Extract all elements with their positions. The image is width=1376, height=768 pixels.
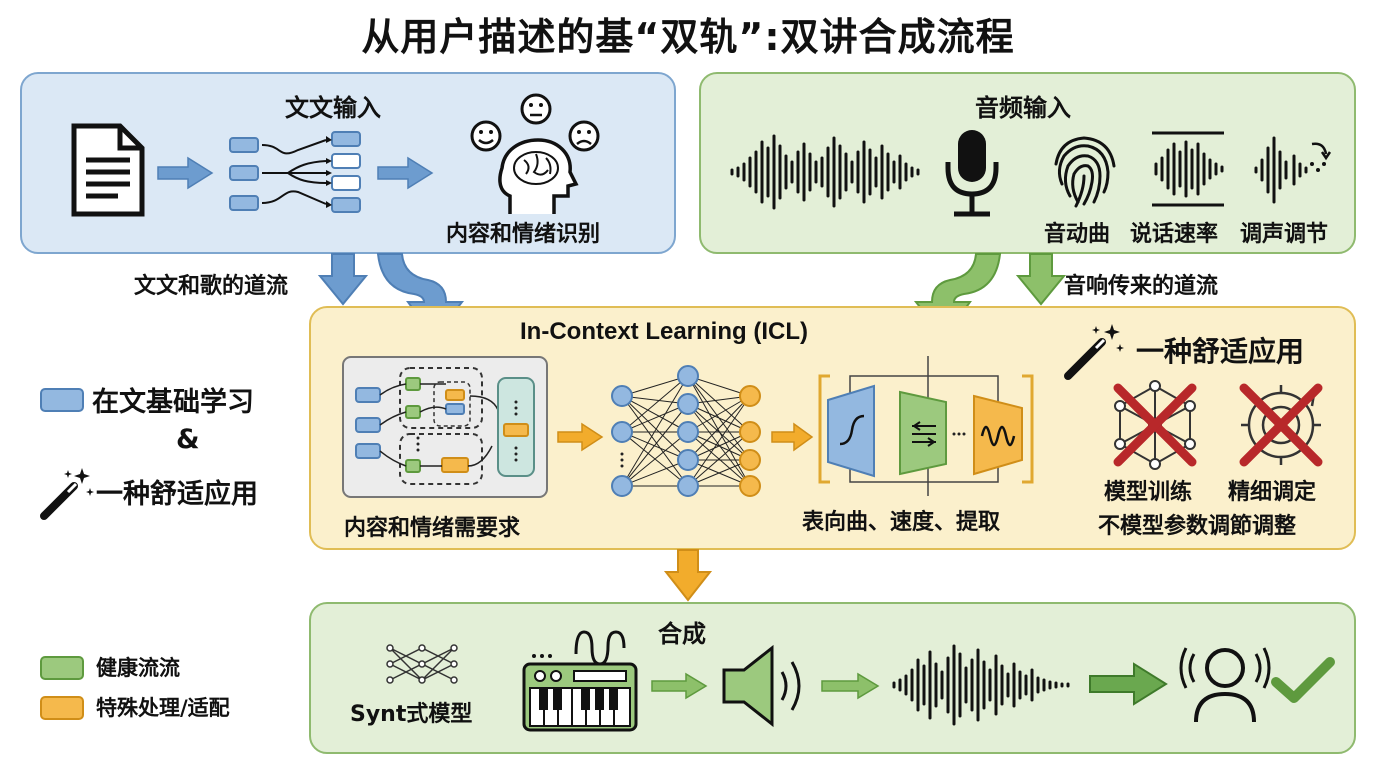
- audio-flow-label: 音响传来的道流: [1064, 274, 1219, 299]
- synthesis-title: 合成: [658, 620, 706, 648]
- neural-network-icon: [611, 365, 761, 497]
- icl-magic-title: 一种舒适应用: [1136, 335, 1305, 368]
- arrow-right-icon: [821, 672, 880, 700]
- icl-title: In-Context Learning (ICL): [520, 318, 808, 345]
- no-param-label: 不模型参数调節调整: [1098, 514, 1297, 539]
- icl-left-caption: 内容和情绪需要求: [344, 516, 521, 541]
- legend-orange-label: 特殊处理/适配: [96, 696, 230, 720]
- document-icon: [71, 123, 145, 217]
- context-retrieval-diagram: [342, 356, 548, 498]
- text-flow-arrow: [317, 253, 369, 306]
- microphone-icon: [945, 130, 999, 217]
- timbre-caption: 音动曲: [1044, 222, 1111, 247]
- legend-ampersand: &: [176, 424, 200, 455]
- audio-flow-arrow: [1015, 253, 1067, 306]
- synthesizer-keyboard-icon: [522, 630, 638, 732]
- magic-wand-icon: [1064, 324, 1124, 380]
- page-title: 从用户描述的基“双轨”:双讲合成流程: [361, 15, 1015, 59]
- adaptation-modules-diagram: [818, 356, 1034, 496]
- tokenizer-icon: [229, 131, 361, 213]
- audio-input-title: 音频输入: [975, 94, 1071, 122]
- speech-rate-icon: [1152, 131, 1224, 207]
- arrow-right-icon: [1089, 662, 1168, 706]
- no-training-icon: [1113, 380, 1197, 470]
- fingerprint-icon: [1054, 136, 1116, 208]
- emotion-caption: 内容和情绪识别: [446, 222, 601, 247]
- synthesis-model-icon: [386, 644, 458, 684]
- arrow-right-icon: [771, 422, 814, 452]
- arrow-right-icon: [651, 672, 708, 700]
- speaker-icon: [722, 644, 801, 728]
- checkmark-icon: [1271, 657, 1335, 703]
- icl-right-caption: 表向曲、速度、提取: [802, 510, 1001, 535]
- text-input-title: 文文输入: [285, 94, 381, 122]
- arrow-right-icon: [557, 422, 604, 452]
- no-fine-tune-icon: [1239, 383, 1323, 467]
- arrow-right-icon: [157, 156, 214, 190]
- text-flow-label: 文文和歌的道流: [134, 274, 289, 299]
- green-legend-swatch: [40, 656, 84, 680]
- arrow-right-icon: [377, 156, 434, 190]
- orange-legend-swatch: [40, 696, 84, 720]
- pitch-adjust-icon: [1254, 136, 1332, 204]
- blue-legend-swatch: [40, 388, 84, 412]
- legend-in-context-learning: 在文基础学习: [92, 387, 254, 418]
- pitch-caption: 调声调节: [1240, 222, 1329, 247]
- magic-wand-icon: [40, 468, 94, 520]
- legend-magic-application: 一种舒适应用: [96, 479, 258, 510]
- legend-green-label: 健康流流: [96, 656, 180, 680]
- waveform-icon: [730, 134, 920, 210]
- listener-user-icon: [1179, 647, 1271, 723]
- synthesis-flow-arrow: [663, 549, 713, 602]
- synthesis-model-label: Synt式模型: [350, 702, 473, 727]
- speech-rate-caption: 说话速率: [1130, 222, 1219, 247]
- output-waveform-icon: [892, 644, 1070, 726]
- emotion-recognition-icon: [470, 93, 600, 214]
- fine-tune-label: 精细调定: [1228, 480, 1317, 505]
- no-training-label: 模型训练: [1104, 480, 1193, 505]
